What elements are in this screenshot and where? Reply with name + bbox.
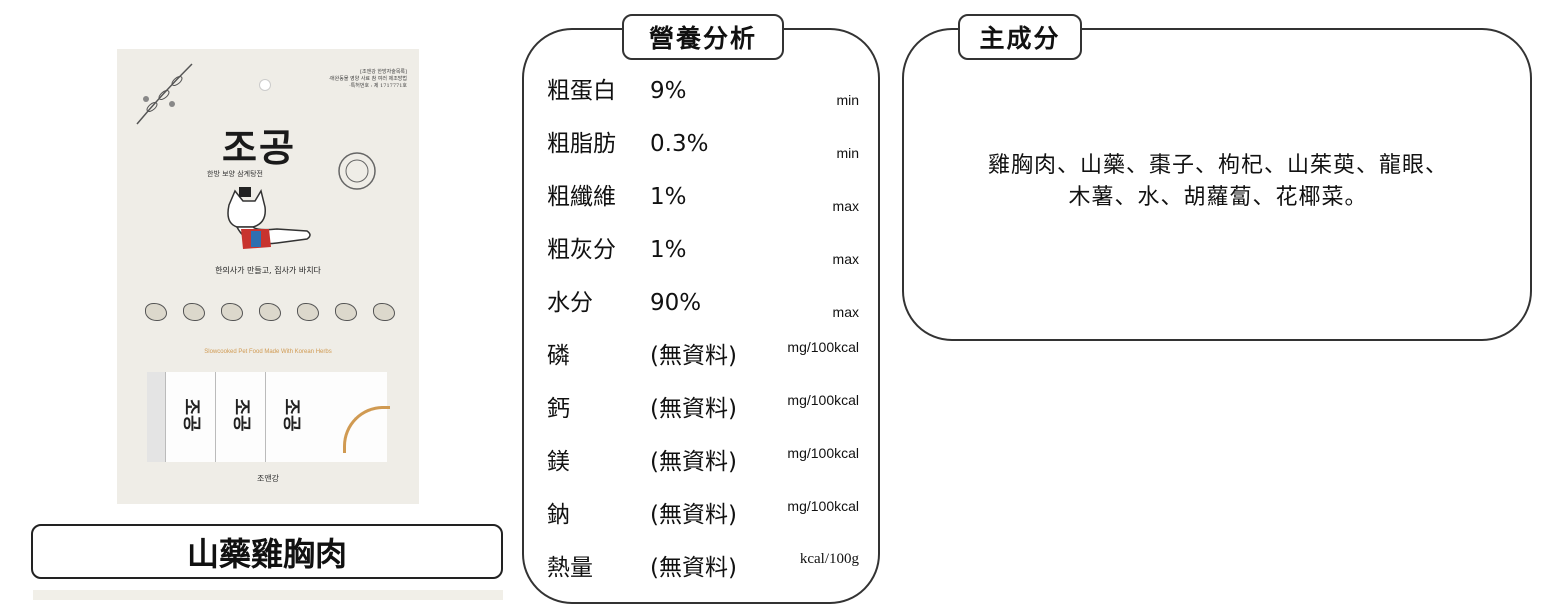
ingredients-text: 雞胸肉、山藥、棗子、枸杞、山茱萸、龍眼、 木薯、水、胡蘿蔔、花椰菜。	[920, 150, 1516, 214]
herb-icon	[145, 303, 167, 321]
package-subtitle: Slowcooked Pet Food Made With Korean Her…	[204, 349, 332, 355]
nutrition-row: 鈉 (無資料) mg/100kcal	[547, 498, 859, 528]
stick-pouch: 조공	[165, 372, 216, 462]
hang-hole	[259, 79, 271, 91]
nutrition-row: 鈣 (無資料) mg/100kcal	[547, 392, 859, 422]
product-name: 山藥雞胸肉	[31, 524, 503, 579]
stamp-icon	[338, 152, 376, 190]
product-sticks: 조공 조공 조공	[147, 372, 390, 462]
nutrition-title: 營養分析	[622, 14, 784, 60]
herb-icon	[335, 303, 357, 321]
nutrition-row: 熱量 (無資料) kcal/100g	[547, 551, 859, 581]
package-info-text: [조앤강 한방자술목록] ·애완동물 영양 사료 참 여러 제조방법 ·특허번호…	[328, 69, 407, 89]
herb-icon	[297, 303, 319, 321]
ingredients-line: 木薯、水、胡蘿蔔、花椰菜。	[1068, 185, 1368, 210]
herb-icon	[183, 303, 205, 321]
cat-illustration	[227, 187, 311, 249]
nutrition-row: 粗脂肪 0.3% min	[547, 131, 859, 161]
ingredients-line: 雞胸肉、山藥、棗子、枸杞、山茱萸、龍眼、	[987, 153, 1448, 178]
ingredients-title: 主成分	[958, 14, 1082, 60]
herb-icons-row	[145, 303, 395, 321]
nutrition-row: 粗灰分 1% max	[547, 237, 859, 267]
package-maker: 조앤강	[256, 474, 280, 483]
nutrition-row: 磷 (無資料) mg/100kcal	[547, 339, 859, 369]
stick-pouch: 조공	[265, 372, 316, 462]
herb-branch-illustration	[136, 63, 193, 125]
next-image-edge	[33, 590, 503, 600]
stick-pouch: 조공	[215, 372, 266, 462]
package-tagline: 한방 보양 삼계탕전	[207, 170, 263, 178]
package-brand: 조공	[222, 125, 296, 170]
herb-icon	[259, 303, 281, 321]
nutrition-row: 水分 90% max	[547, 290, 859, 320]
nutrition-row: 粗蛋白 9% min	[547, 78, 859, 108]
herb-icon	[221, 303, 243, 321]
nutrition-row: 粗纖維 1% max	[547, 184, 859, 214]
package-slogan: 한의사가 만들고, 집사가 바치다	[215, 266, 321, 275]
product-package-image: [조앤강 한방자술목록] ·애완동물 영양 사료 참 여러 제조방법 ·특허번호…	[117, 49, 419, 504]
ingredients-panel	[902, 28, 1532, 341]
nutrition-row: 鎂 (無資料) mg/100kcal	[547, 445, 859, 475]
nutrition-panel	[522, 28, 880, 604]
herb-icon	[373, 303, 395, 321]
